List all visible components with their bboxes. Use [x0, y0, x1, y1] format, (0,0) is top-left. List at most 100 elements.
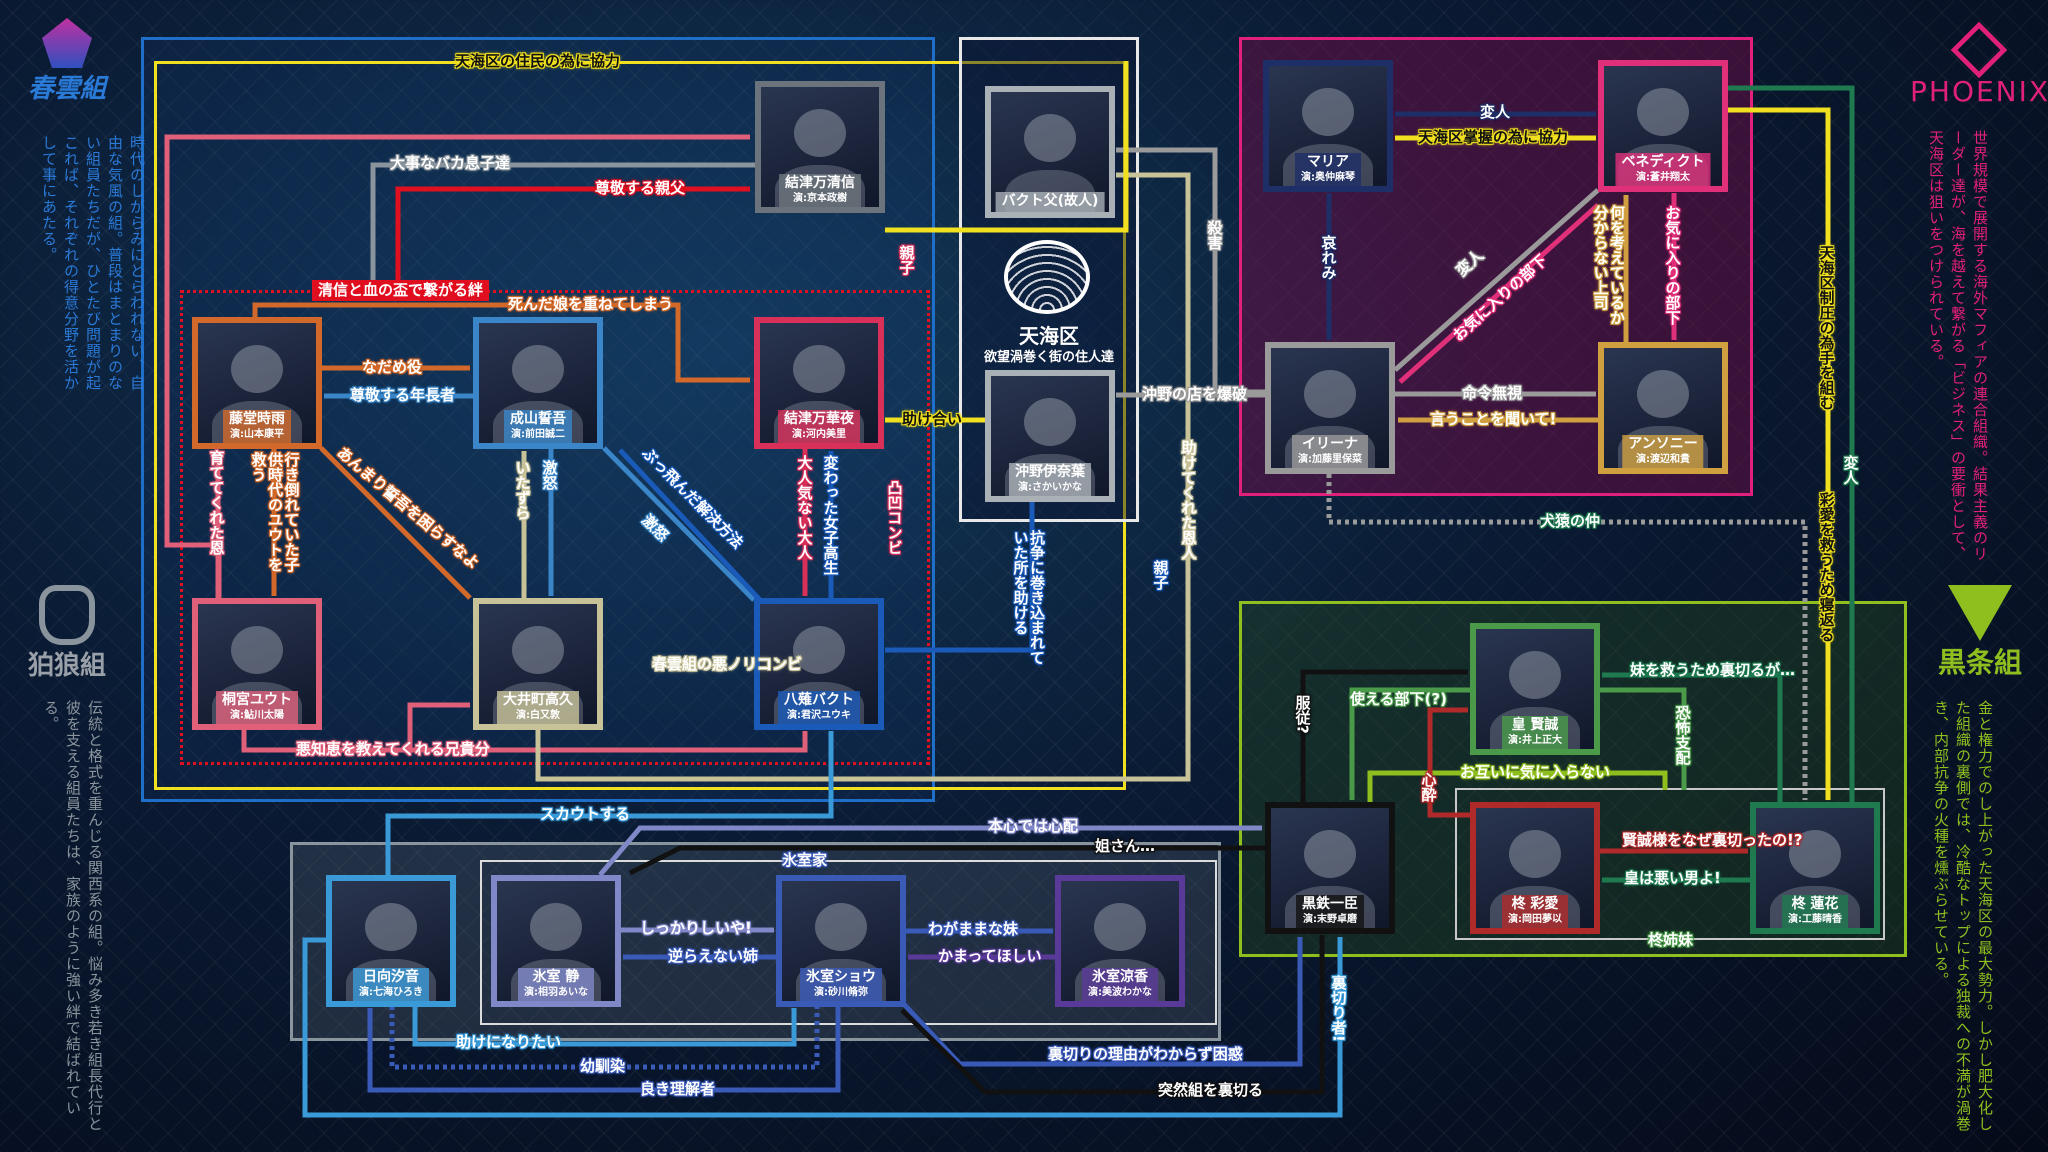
- tenkai-ward-emblem-icon: [1004, 240, 1090, 314]
- relationship-label: 恐怖支配: [1673, 705, 1692, 765]
- portrait-head: [1302, 87, 1354, 136]
- name-plate: 皇 賢誠 演:井上正大: [1502, 716, 1568, 749]
- relationship-line: [394, 702, 470, 753]
- harukumo-name: 春雲組: [27, 74, 106, 104]
- relationship-label: 本心では心配: [988, 817, 1079, 835]
- character-card: 皇 賢誠 演:井上正大: [1470, 623, 1600, 755]
- character-actor: 演:岡田夢以: [1508, 914, 1562, 925]
- relationship-line: [885, 501, 1035, 653]
- relationship-line: [1602, 672, 1783, 802]
- character-name: 柊 彩愛: [1511, 896, 1559, 912]
- relationship-label: わがままな妹: [928, 920, 1019, 938]
- character-name: 日向汐音: [363, 969, 419, 985]
- character-name: 結津万清信: [785, 175, 855, 191]
- name-plate: 大井町高久 演:白又敦: [497, 691, 579, 724]
- character-actor: 演:前田誠二: [511, 429, 565, 440]
- relationship-line: [319, 446, 472, 600]
- tenkai-cooperation-frame: [154, 61, 1126, 790]
- character-actor: 演:井上正大: [1508, 735, 1562, 746]
- name-plate: 日向汐音 演:七海ひろき: [353, 968, 429, 1001]
- komainu-crest-icon: [39, 585, 95, 645]
- relationship-label: お互いに気に入らない: [1460, 763, 1611, 781]
- relationship-line: [241, 729, 808, 753]
- character-card: バクト父(故人): [985, 86, 1115, 218]
- relationship-label: 妹を救うため裏切るが…: [1630, 661, 1796, 679]
- relationship-line: [1398, 203, 1600, 384]
- portrait-head: [512, 625, 564, 674]
- character-name: バクト父(故人): [1001, 193, 1099, 209]
- relationship-label: 柊姉妹: [1648, 931, 1694, 949]
- komainu-description: 伝統と格式を重んじる関西系の組。悩み多き若き組長代行と彼を支える組員たちは、家族…: [42, 700, 104, 1132]
- portrait-head: [231, 625, 283, 674]
- character-card: 氷室 静 演:相羽あいな: [491, 875, 621, 1007]
- relationship-label: 天海区掌握の為に協力: [1418, 128, 1569, 146]
- relationship-label: 心酔: [1419, 772, 1438, 802]
- character-name: 柊 蓮花: [1791, 896, 1839, 912]
- character-actor: 演:相羽あいな: [524, 987, 588, 998]
- portrait-head: [1094, 902, 1146, 951]
- relationship-label: 逆らえない姉: [668, 947, 759, 965]
- relationship-line: [618, 448, 762, 602]
- relationship-line: [898, 937, 1303, 1067]
- character-name: 八薙バクト: [784, 692, 854, 708]
- character-name: 桐宮ユウト: [222, 692, 292, 708]
- phoenix-name: PHOENIX: [1910, 75, 2048, 108]
- name-plate: ベネディクト 演:蒼井翔太: [1615, 153, 1711, 186]
- relationship-line: [1326, 474, 1808, 800]
- name-plate: 沖野伊奈葉 演:さかいかな: [1009, 463, 1091, 496]
- relationship-label: 悪知恵を教えてくれる兄貴分: [296, 740, 490, 758]
- relationship-line: [370, 162, 755, 286]
- relationship-label: 大人気ない大人: [795, 455, 814, 560]
- name-plate: 柊 蓮花 演:工藤晴香: [1782, 895, 1848, 928]
- character-name: 結津万華夜: [784, 411, 854, 427]
- portrait-head: [1304, 369, 1356, 418]
- phoenix-description: 世界規模で展開する海外マフィアの連合組織。結果主義のリーダー達が、海を越えて繋が…: [1927, 130, 1989, 562]
- relationship-label: 親子: [897, 245, 916, 275]
- relationship-line: [1349, 687, 1470, 800]
- character-card: イリーナ 演:加藤里保菜: [1265, 342, 1395, 474]
- portrait-head: [1789, 829, 1841, 878]
- relationship-line: [1728, 85, 1855, 802]
- character-card: 氷室ショウ 演:砂川脩弥: [776, 875, 906, 1007]
- character-card: 桐宮ユウト 演:鮎川太陽: [192, 598, 322, 730]
- character-actor: 演:さかいかな: [1018, 482, 1082, 493]
- relationship-label: 助けてくれた恩人: [1179, 440, 1198, 560]
- portrait-head: [794, 108, 846, 157]
- character-actor: 演:七海ひろき: [359, 987, 423, 998]
- relationship-line: [1393, 188, 1600, 372]
- character-card: 氷室涼香 演:美波わかな: [1055, 875, 1185, 1007]
- relationship-line: [252, 302, 750, 383]
- character-card: 八薙バクト 演:君沢ユウキ: [754, 598, 884, 730]
- character-name: マリア: [1307, 154, 1349, 170]
- relationship-label: 死んだ娘を重ねてしまう: [508, 295, 674, 313]
- relationship-label: 命令無視: [1462, 384, 1523, 402]
- relationship-label: 抗争に巻き込まれていた所を助ける: [1011, 530, 1047, 665]
- relationship-label: 犬猿の仲: [1540, 512, 1601, 530]
- portrait-head: [1637, 369, 1689, 418]
- relationship-label: 助け合い: [902, 410, 963, 428]
- relationship-line: [628, 845, 1265, 876]
- relationship-line: [367, 1006, 841, 1093]
- character-actor: 演:鮎川太陽: [230, 710, 284, 721]
- character-card: 柊 蓮花 演:工藤晴香: [1750, 802, 1880, 934]
- character-actor: 演:山本康平: [230, 429, 284, 440]
- character-card: 黒鉄一臣 演:末野卓磨: [1265, 802, 1395, 934]
- character-name: 沖野伊奈葉: [1015, 464, 1085, 480]
- relationship-label: 凸凹コンビ: [885, 480, 904, 555]
- relationship-label: 裏切り者!: [1329, 975, 1348, 1042]
- relationship-label: 姐さん…: [1095, 837, 1156, 855]
- hiiragi-sisters-frame: [1455, 788, 1885, 940]
- character-actor: 演:河内美里: [792, 429, 846, 440]
- portrait-head: [231, 344, 283, 393]
- character-name: ベネディクト: [1621, 154, 1705, 170]
- name-plate: 八薙バクト 演:君沢ユウキ: [778, 691, 860, 724]
- relationship-label: 天海区制圧の為手を組む: [1817, 245, 1836, 410]
- character-name: 成山誓吾: [510, 411, 566, 427]
- portrait-head: [793, 344, 845, 393]
- relationship-line: [302, 937, 1343, 1118]
- name-plate: 氷室涼香 演:美波わかな: [1082, 968, 1158, 1001]
- relationship-label: 哀れみ: [1319, 235, 1338, 280]
- relationship-label: 皇は悪い男よ!: [1624, 869, 1721, 887]
- name-plate: 成山誓吾 演:前田誠二: [504, 410, 572, 443]
- relationship-line: [1427, 707, 1470, 818]
